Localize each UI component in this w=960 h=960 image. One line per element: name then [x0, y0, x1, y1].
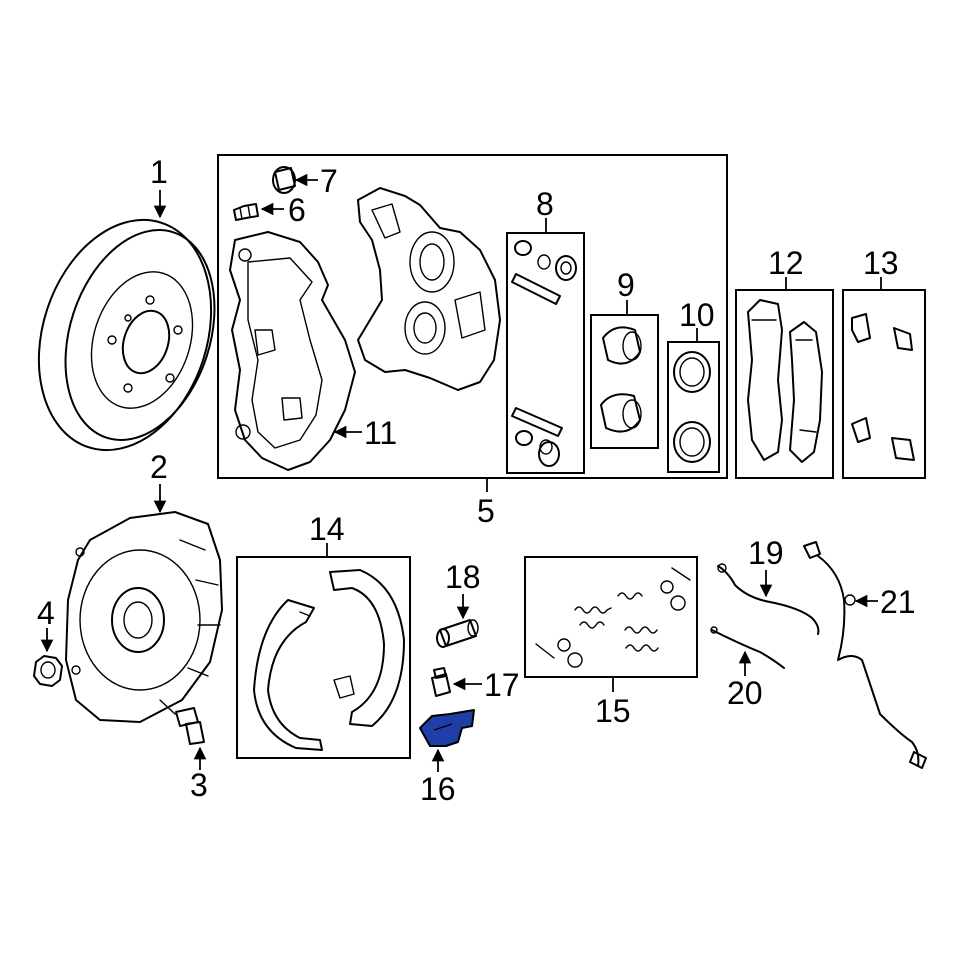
callout-3: 3 [190, 767, 208, 803]
callout-15: 15 [595, 693, 631, 729]
callout-8: 8 [536, 186, 554, 222]
callout-18: 18 [445, 559, 481, 595]
part-17-plug[interactable] [431, 667, 451, 697]
callout-4: 4 [37, 595, 55, 631]
part-7-bleeder-cap[interactable] [272, 166, 296, 194]
group-box-5 [217, 154, 728, 479]
part-4-nut[interactable] [33, 655, 63, 687]
callout-12: 12 [768, 245, 804, 281]
group-box-9 [590, 314, 659, 449]
callout-9: 9 [617, 267, 635, 303]
callout-2: 2 [150, 449, 168, 485]
part-2-backing-plate[interactable] [65, 511, 223, 723]
callout-10: 10 [679, 297, 715, 333]
part-13-pad-clips[interactable] [851, 313, 915, 461]
part-5-caliper-housing[interactable] [357, 187, 501, 391]
group-box-14 [236, 556, 411, 759]
callout-1: 1 [150, 154, 168, 190]
group-box-10 [667, 341, 720, 473]
callout-16: 16 [420, 771, 456, 807]
callout-13: 13 [863, 245, 899, 281]
part-6-bleeder-screw[interactable] [233, 203, 259, 221]
part-21-abs-sensor[interactable] [803, 541, 927, 769]
callout-14: 14 [309, 511, 345, 547]
part-14-parking-brake-shoes[interactable] [253, 569, 405, 751]
part-3-bolt[interactable] [175, 707, 205, 745]
callout-7: 7 [320, 163, 338, 199]
group-box-12 [735, 289, 834, 479]
callout-17: 17 [484, 667, 520, 703]
callout-19: 19 [748, 535, 784, 571]
part-12-brake-pads[interactable] [747, 299, 823, 463]
part-11-caliper-bracket[interactable] [229, 231, 356, 471]
callout-20: 20 [727, 675, 763, 711]
part-15-hardware-kit[interactable] [535, 567, 691, 668]
callout-5: 5 [477, 493, 495, 529]
callout-6: 6 [288, 192, 306, 228]
part-9-pistons[interactable] [600, 326, 642, 433]
part-19-wear-sensor[interactable] [717, 563, 820, 635]
callout-11: 11 [364, 415, 397, 451]
part-1-brake-rotor[interactable] [11, 197, 240, 472]
part-10-piston-seals[interactable] [673, 351, 711, 463]
part-16-bracket-highlighted[interactable] [419, 709, 475, 747]
part-8-pin-kit[interactable] [511, 240, 577, 467]
part-20-sensor-lead[interactable] [710, 626, 785, 669]
group-box-13 [842, 289, 926, 479]
group-box-15 [524, 556, 698, 678]
callout-21: 21 [880, 584, 916, 620]
part-18-adjuster[interactable] [436, 619, 479, 648]
